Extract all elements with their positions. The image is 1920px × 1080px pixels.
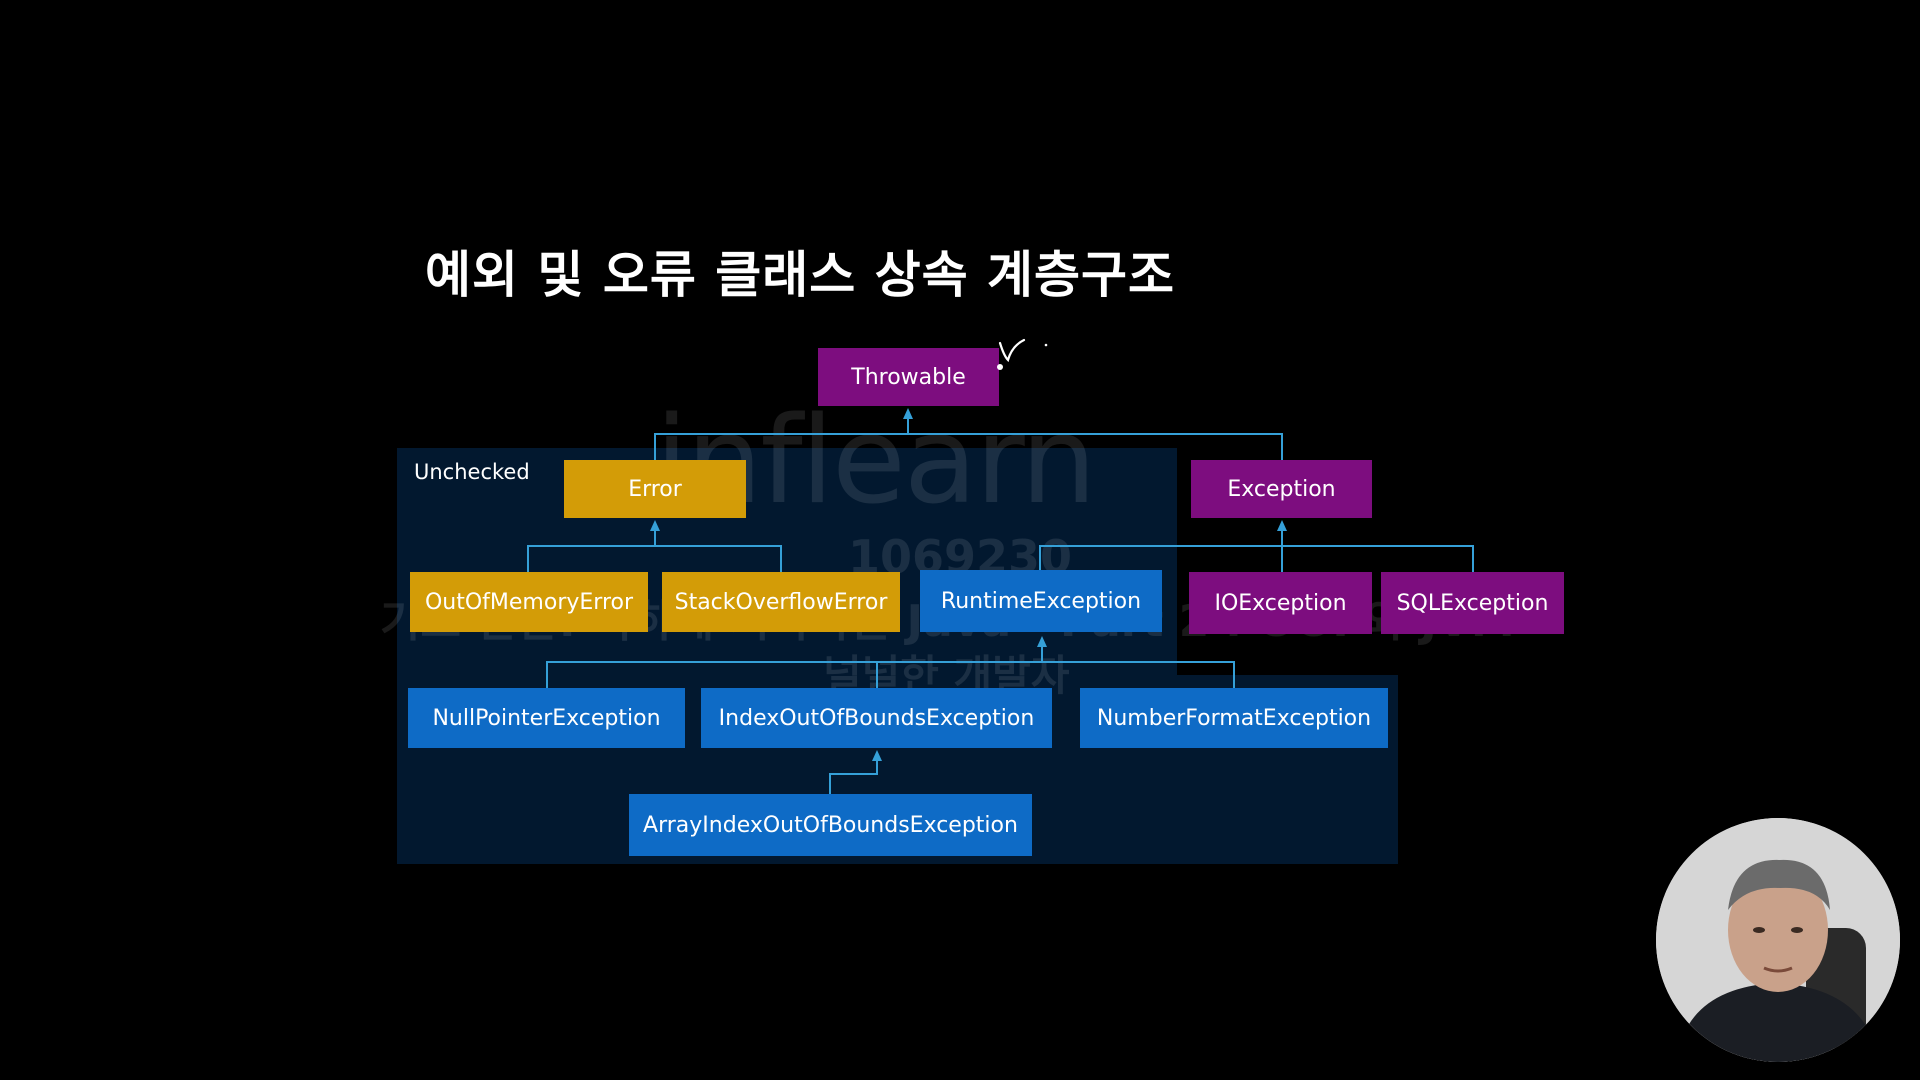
node-number-format-exception: NumberFormatException (1080, 688, 1388, 748)
node-out-of-memory-error: OutOfMemoryError (410, 572, 648, 632)
connector-runtime (546, 661, 1235, 688)
node-null-pointer-exception: NullPointerException (408, 688, 685, 748)
slide-title: 예외 및 오류 클래스 상속 계층구조 (425, 246, 1176, 304)
arrowhead-exception (1277, 520, 1287, 531)
arrowhead-runtime (1037, 636, 1047, 647)
presenter-webcam (1656, 818, 1900, 1062)
node-throwable: Throwable (818, 348, 999, 406)
pen-annotation (997, 338, 1048, 370)
node-index-out-of-bounds-exception: IndexOutOfBoundsException (701, 688, 1052, 748)
arrowhead-error (650, 520, 660, 531)
node-exception: Exception (1191, 460, 1372, 518)
node-array-index-out-of-bounds-exception: ArrayIndexOutOfBoundsException (629, 794, 1032, 856)
node-stack-overflow-error: StackOverflowError (662, 572, 900, 632)
node-runtime-exception: RuntimeException (920, 570, 1162, 632)
connector-exception (1039, 545, 1474, 572)
node-sql-exception: SQLException (1381, 572, 1564, 634)
arrowhead-throwable (903, 408, 913, 419)
connector-error (527, 545, 782, 572)
arrowhead-index (872, 750, 882, 761)
connector-index (829, 756, 878, 794)
presenter-icon (1656, 818, 1900, 1062)
unchecked-label: Unchecked (414, 460, 530, 484)
connector-throwable (654, 433, 1283, 462)
node-error: Error (564, 460, 746, 518)
node-io-exception: IOException (1189, 572, 1372, 634)
